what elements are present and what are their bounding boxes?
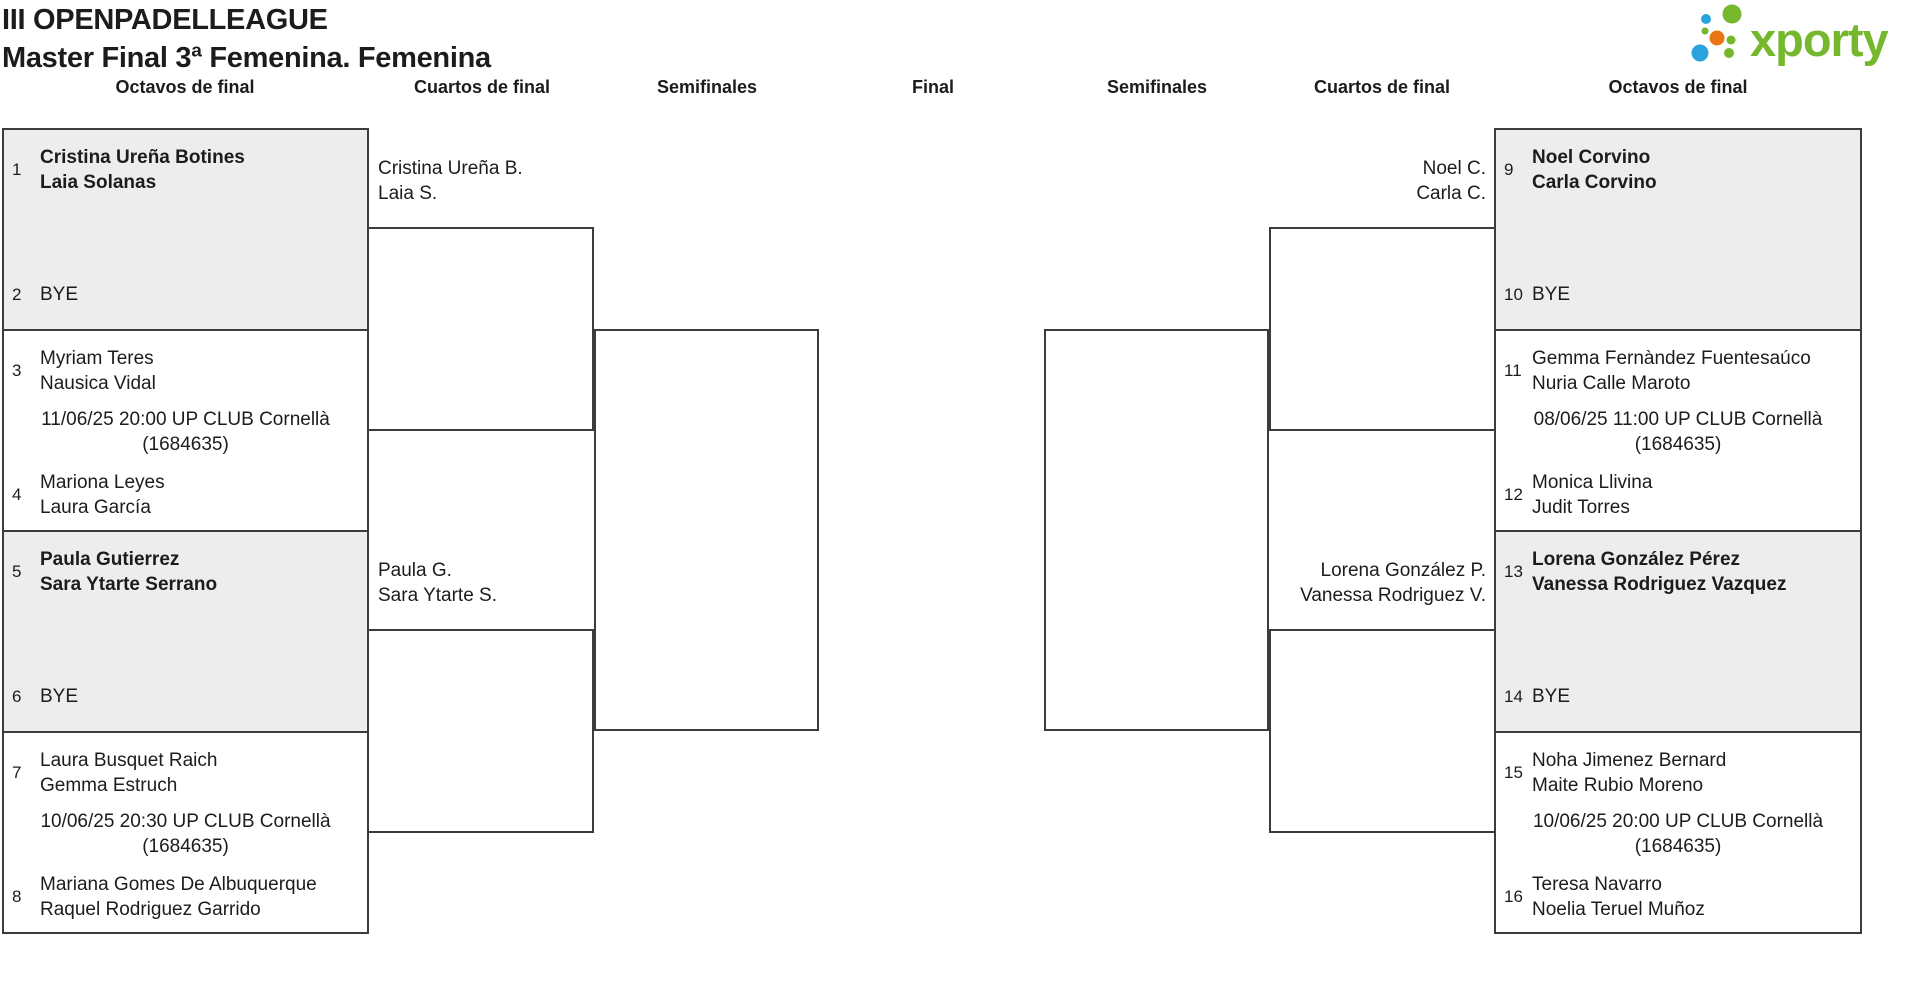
match-box-13-14: 13 Lorena González Pérez Vanessa Rodrigu… xyxy=(1496,530,1860,731)
match-id: (1684635) xyxy=(1634,434,1722,455)
round-header-final: Final xyxy=(911,77,954,97)
team-entry-seed14: 14 BYE xyxy=(1504,684,1854,709)
match-box-9-10: 9 Noel Corvino Carla Corvino 10 BYE xyxy=(1496,130,1860,329)
bye-label: BYE xyxy=(1532,284,1571,305)
seed-number: 14 xyxy=(1504,686,1523,706)
team-names: Monica Llivina Judit Torres xyxy=(1532,472,1653,518)
bracket-column-octavos-right: 9 Noel Corvino Carla Corvino 10 BYE 11 G… xyxy=(1494,128,1862,934)
bracket-column-octavos-left: 1 Cristina Ureña Botines Laia Solanas 2 … xyxy=(2,128,369,934)
match-box-3-4: 3 Myriam Teres Nausica Vidal 11/06/25 20… xyxy=(4,329,367,530)
page-title: III OPENPADELLEAGUE Master Final 3ª Feme… xyxy=(2,1,491,77)
team-names: Noha Jimenez Bernard Maite Rubio Moreno xyxy=(1532,750,1727,796)
round-header-semis-left: Semifinales xyxy=(656,77,758,97)
qf-team-left-top[interactable]: Cristina Ureña B. Laia S. xyxy=(378,158,523,204)
match-id: (1684635) xyxy=(142,434,229,455)
bracket-connector-qf-right-top xyxy=(1269,227,1494,431)
team-entry-seed13[interactable]: 13 Lorena González Pérez Vanessa Rodrigu… xyxy=(1504,547,1854,597)
team-entry-seed1[interactable]: 1 Cristina Ureña Botines Laia Solanas xyxy=(12,145,361,195)
team-entry-seed3[interactable]: 3 Myriam Teres Nausica Vidal xyxy=(12,346,361,396)
match-box-1-2: 1 Cristina Ureña Botines Laia Solanas 2 … xyxy=(4,130,367,329)
seed-number: 13 xyxy=(1504,562,1523,581)
round-header-semis-right: Semifinales xyxy=(1106,77,1208,97)
match-box-5-6: 5 Paula Gutierrez Sara Ytarte Serrano 6 … xyxy=(4,530,367,731)
round-header-octavos-left: Octavos de final xyxy=(115,77,255,97)
team-entry-seed2: 2 BYE xyxy=(12,282,361,307)
category-name: Master Final 3ª Femenina. Femenina xyxy=(2,42,491,74)
team-entry-seed5[interactable]: 5 Paula Gutierrez Sara Ytarte Serrano xyxy=(12,547,361,597)
bracket-connector-qf-left-top xyxy=(369,227,594,431)
seed-number: 9 xyxy=(1504,160,1514,179)
seed-number: 16 xyxy=(1504,887,1523,906)
tournament-name: III OPENPADELLEAGUE xyxy=(2,4,328,36)
team-entry-seed15[interactable]: 15 Noha Jimenez Bernard Maite Rubio More… xyxy=(1504,748,1854,798)
team-entry-seed6: 6 BYE xyxy=(12,684,361,709)
match-box-7-8: 7 Laura Busquet Raich Gemma Estruch 10/0… xyxy=(4,731,367,932)
team-entry-seed16[interactable]: 16 Teresa Navarro Noelia Teruel Muñoz xyxy=(1504,872,1854,922)
team-entry-seed4[interactable]: 4 Mariona Leyes Laura García xyxy=(12,470,361,520)
team-entry-seed11[interactable]: 11 Gemma Fernàndez Fuentesaúco Nuria Cal… xyxy=(1504,346,1854,396)
match-datetime-venue: 08/06/25 11:00 UP CLUB Cornellà xyxy=(1533,409,1823,430)
team-names: Laura Busquet Raich Gemma Estruch xyxy=(40,750,218,796)
team-names: Mariona Leyes Laura García xyxy=(40,472,165,518)
team-names: Noel Corvino Carla Corvino xyxy=(1532,147,1657,193)
match-datetime-venue: 11/06/25 20:00 UP CLUB Cornellà xyxy=(41,409,330,430)
team-names: Myriam Teres Nausica Vidal xyxy=(40,348,156,394)
xporty-logo-text: xporty xyxy=(1750,13,1889,66)
team-names: Cristina Ureña Botines Laia Solanas xyxy=(40,147,245,193)
seed-number: 10 xyxy=(1504,284,1523,304)
xporty-logo-dots xyxy=(1691,4,1742,62)
team-names: Lorena González Pérez Vanessa Rodriguez … xyxy=(1532,549,1787,595)
match-schedule[interactable]: 08/06/25 11:00 UP CLUB Cornellà (1684635… xyxy=(1496,407,1860,457)
seed-number: 7 xyxy=(12,763,22,782)
bracket-connector-semi-right xyxy=(1044,329,1269,731)
round-header-cuartos-left: Cuartos de final xyxy=(413,77,551,97)
team-entry-seed9[interactable]: 9 Noel Corvino Carla Corvino xyxy=(1504,145,1854,195)
team-names: Teresa Navarro Noelia Teruel Muñoz xyxy=(1532,874,1705,920)
team-entry-seed7[interactable]: 7 Laura Busquet Raich Gemma Estruch xyxy=(12,748,361,798)
seed-number: 2 xyxy=(12,284,22,304)
bracket-connector-qf-right-bottom xyxy=(1269,629,1494,833)
match-datetime-venue: 10/06/25 20:00 UP CLUB Cornellà xyxy=(1532,811,1824,832)
match-schedule[interactable]: 10/06/25 20:00 UP CLUB Cornellà (1684635… xyxy=(1496,809,1860,859)
seed-number: 4 xyxy=(12,485,22,504)
qf-team-right-bottom[interactable]: Lorena González P. Vanessa Rodriguez V. xyxy=(1300,560,1486,606)
qf-team-left-bottom[interactable]: Paula G. Sara Ytarte S. xyxy=(378,560,497,606)
bye-label: BYE xyxy=(1532,686,1571,707)
team-names: Gemma Fernàndez Fuentesaúco Nuria Calle … xyxy=(1532,348,1811,394)
seed-number: 6 xyxy=(12,686,22,706)
match-box-11-12: 11 Gemma Fernàndez Fuentesaúco Nuria Cal… xyxy=(1496,329,1860,530)
match-schedule[interactable]: 11/06/25 20:00 UP CLUB Cornellà (1684635… xyxy=(4,407,367,457)
match-schedule[interactable]: 10/06/25 20:30 UP CLUB Cornellà (1684635… xyxy=(4,809,367,859)
bye-label: BYE xyxy=(40,686,79,707)
match-box-15-16: 15 Noha Jimenez Bernard Maite Rubio More… xyxy=(1496,731,1860,932)
seed-number: 12 xyxy=(1504,485,1523,504)
xporty-logo[interactable]: xporty xyxy=(1690,0,1916,68)
match-datetime-venue: 10/06/25 20:30 UP CLUB Cornellà xyxy=(40,811,331,832)
seed-number: 5 xyxy=(12,562,22,581)
seed-number: 3 xyxy=(12,361,22,380)
team-entry-seed8[interactable]: 8 Mariana Gomes De Albuquerque Raquel Ro… xyxy=(12,872,361,922)
match-id: (1684635) xyxy=(1634,836,1722,857)
team-names: Paula Gutierrez Sara Ytarte Serrano xyxy=(40,549,218,595)
seed-number: 1 xyxy=(12,160,22,179)
bracket-connector-qf-left-bottom xyxy=(369,629,594,833)
qf-team-right-top[interactable]: Noel C. Carla C. xyxy=(1416,158,1486,204)
seed-number: 15 xyxy=(1504,763,1523,782)
seed-number: 8 xyxy=(12,887,22,906)
team-entry-seed12[interactable]: 12 Monica Llivina Judit Torres xyxy=(1504,470,1854,520)
team-entry-seed10: 10 BYE xyxy=(1504,282,1854,307)
round-header-cuartos-right: Cuartos de final xyxy=(1313,77,1451,97)
match-id: (1684635) xyxy=(142,836,229,857)
round-header-octavos-right: Octavos de final xyxy=(1608,77,1748,97)
bye-label: BYE xyxy=(40,284,79,305)
team-names: Mariana Gomes De Albuquerque Raquel Rodr… xyxy=(40,874,317,920)
seed-number: 11 xyxy=(1504,361,1522,380)
bracket-connector-semi-left xyxy=(594,329,819,731)
